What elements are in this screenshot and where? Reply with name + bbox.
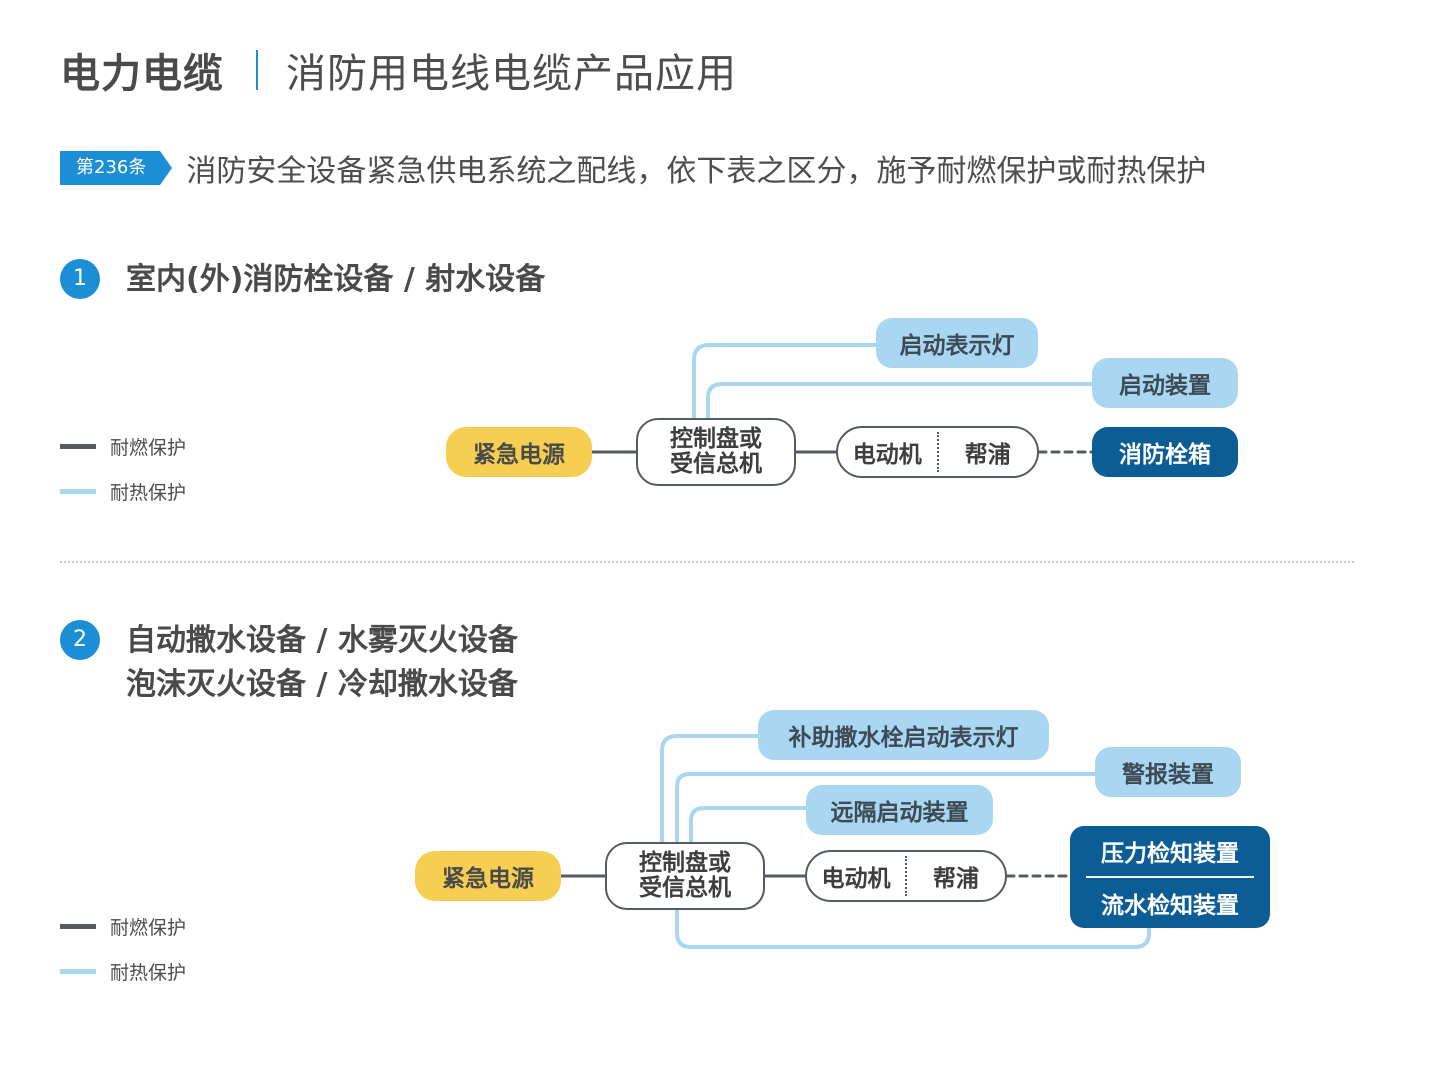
s1-emergency-power-node: 紧急电源 — [446, 427, 592, 477]
legend-item-fire-resistant: 耐燃保护 — [60, 904, 186, 949]
s2-remote-start-node: 远隔启动装置 — [806, 785, 993, 835]
motor-pump-divider — [936, 432, 939, 472]
s2-control-panel-node: 控制盘或 受信总机 — [605, 842, 765, 910]
section-2-legend: 耐燃保护 耐热保护 — [60, 904, 186, 994]
legend-label: 耐热保护 — [110, 962, 187, 984]
legend-label: 耐燃保护 — [110, 437, 187, 459]
section-1-legend: 耐燃保护 耐热保护 — [60, 424, 186, 514]
legend-swatch-dark — [60, 444, 96, 449]
title-subtitle: 消防用电线电缆产品应用 — [286, 51, 737, 97]
legend-item-fire-resistant: 耐燃保护 — [60, 424, 186, 469]
article-line: 第236条 消防安全设备紧急供电系统之配线，依下表之区分，施予耐燃保护或耐热保护 — [60, 150, 1206, 189]
s1-motor-pump-node: 电动机 帮浦 — [836, 426, 1039, 478]
legend-swatch-light — [60, 969, 96, 974]
wire-s2-control-to-remote-start — [689, 806, 810, 846]
title-main: 电力电缆 — [60, 51, 224, 97]
pump-label: 帮浦 — [964, 442, 1011, 468]
motor-label: 电动机 — [821, 866, 891, 892]
section-2-heading-line-1: 自动撒水设备 / 水雾灭火设备 — [126, 623, 518, 658]
wire-s1-control-to-start-device — [706, 382, 1096, 422]
wire-s1-control-to-indicator — [692, 343, 882, 422]
s2-emergency-power-node: 紧急电源 — [415, 851, 561, 901]
control-label-line2: 受信总机 — [670, 451, 762, 477]
pressure-detector-label: 压力检知装置 — [1101, 841, 1239, 867]
legend-swatch-dark — [60, 924, 96, 929]
wire-s2-control-to-aux-indicator — [660, 734, 762, 846]
wire-s2-detector-loop — [675, 906, 1151, 949]
s1-start-indicator-node: 启动表示灯 — [876, 318, 1038, 368]
s1-hydrant-box-node: 消防栓箱 — [1092, 427, 1238, 477]
section-1-number: 1 — [60, 259, 100, 299]
wire-s2-control-to-alarm — [675, 772, 1099, 846]
motor-label: 电动机 — [852, 442, 922, 468]
article-badge: 第236条 — [60, 151, 173, 185]
section-2-heading: 2 自动撒水设备 / 水雾灭火设备 泡沫灭火设备 / 冷却撒水设备 — [60, 619, 518, 707]
control-label-line1: 控制盘或 — [670, 426, 762, 452]
detector-divider — [1086, 876, 1254, 878]
s2-motor-pump-node: 电动机 帮浦 — [805, 850, 1007, 902]
section-2-number: 2 — [60, 620, 100, 660]
motor-pump-divider — [905, 856, 907, 896]
legend-swatch-light — [60, 489, 96, 494]
article-text: 消防安全设备紧急供电系统之配线，依下表之区分，施予耐燃保护或耐热保护 — [186, 154, 1207, 189]
legend-label: 耐热保护 — [110, 482, 187, 504]
title-separator — [256, 50, 258, 90]
control-label-line1: 控制盘或 — [639, 850, 731, 876]
section-1-heading-line: 室内(外)消防栓设备 / 射水设备 — [126, 262, 546, 297]
section-divider — [60, 561, 1354, 563]
s1-control-panel-node: 控制盘或 受信总机 — [636, 418, 796, 486]
section-1-heading: 1 室内(外)消防栓设备 / 射水设备 — [60, 258, 545, 302]
legend-item-heat-resistant: 耐热保护 — [60, 469, 186, 514]
s2-aux-sprinkler-indicator-node: 补助撒水栓启动表示灯 — [758, 710, 1049, 760]
s2-alarm-device-node: 警报装置 — [1095, 747, 1241, 797]
flow-detector-label: 流水检知装置 — [1101, 893, 1239, 919]
section-2-heading-line-2: 泡沫灭火设备 / 冷却撒水设备 — [126, 667, 518, 702]
page-title: 电力电缆 消防用电线电缆产品应用 — [60, 40, 737, 100]
s2-detector-stack-node: 压力检知装置 流水检知装置 — [1070, 826, 1270, 928]
legend-item-heat-resistant: 耐热保护 — [60, 949, 186, 994]
pump-label: 帮浦 — [933, 866, 979, 892]
legend-label: 耐燃保护 — [110, 917, 187, 939]
s1-start-device-node: 启动装置 — [1092, 358, 1238, 408]
control-label-line2: 受信总机 — [639, 875, 731, 901]
